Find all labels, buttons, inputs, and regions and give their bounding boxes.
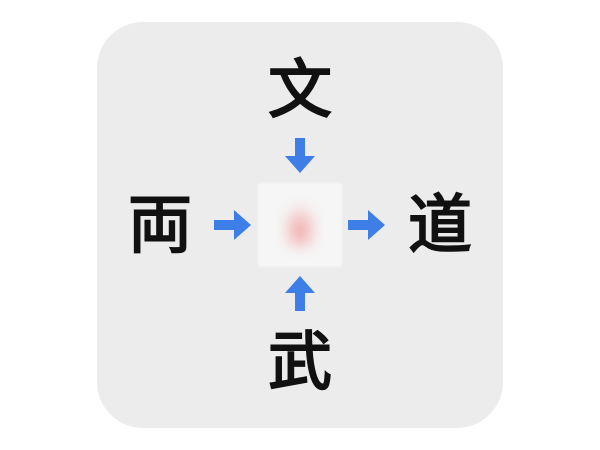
arrow-up-icon — [285, 276, 315, 311]
kanji-left: 両 — [128, 189, 192, 263]
arrow-down-icon — [285, 138, 315, 173]
hidden-answer-box — [258, 183, 342, 267]
arrow-right-icon — [214, 210, 251, 240]
kanji-top: 文 — [268, 54, 332, 128]
arrow-right-icon — [348, 210, 385, 240]
kanji-right: 道 — [408, 189, 472, 263]
hidden-answer-blur — [280, 201, 320, 249]
kanji-bottom: 武 — [268, 326, 332, 400]
